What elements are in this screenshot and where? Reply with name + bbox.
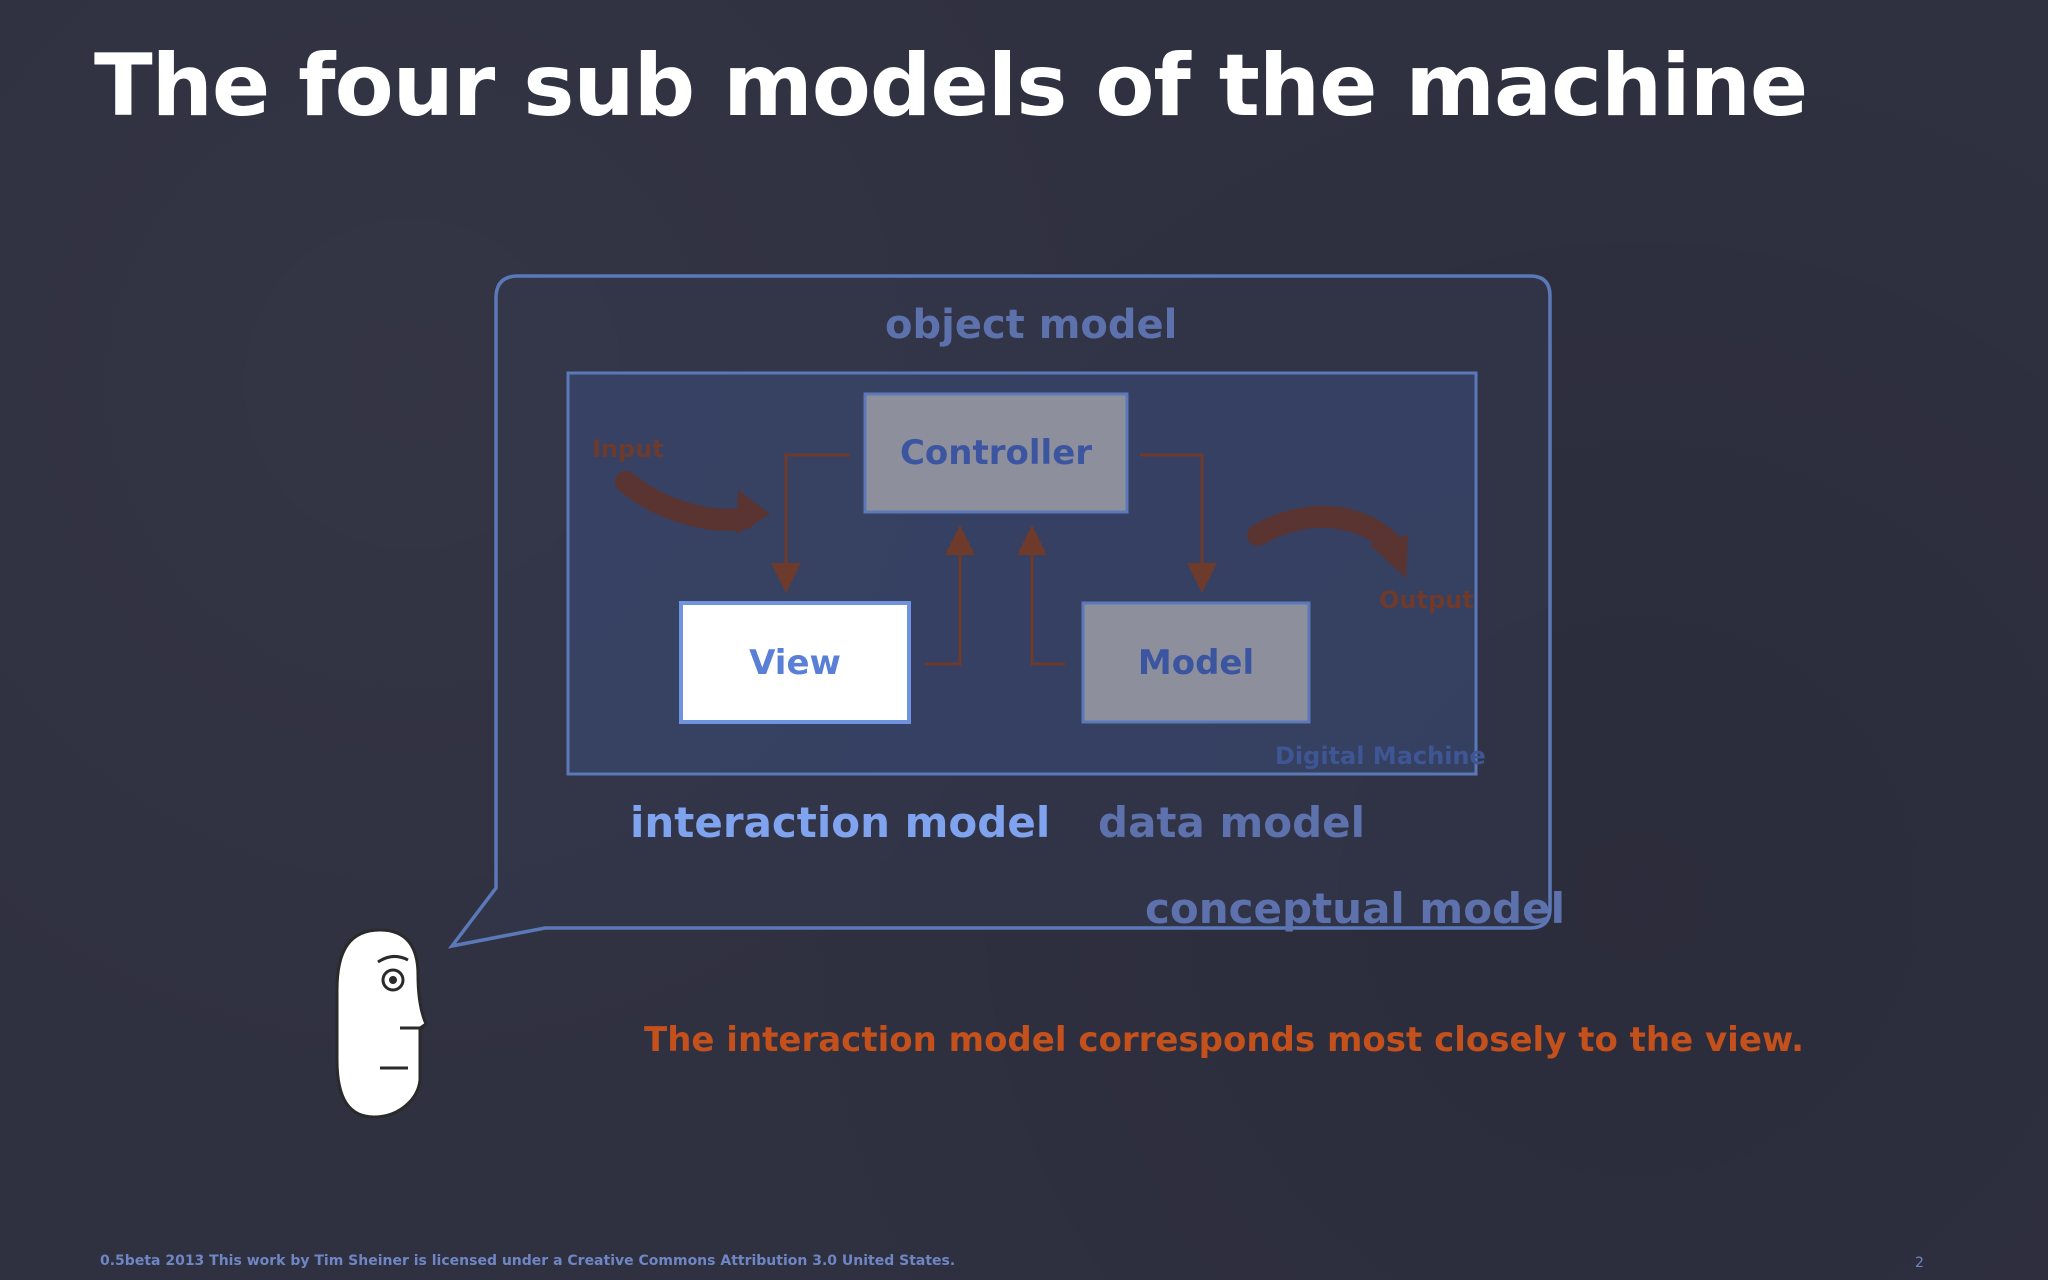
slide-title: The four sub models of the machine <box>94 36 1808 136</box>
view-label: View <box>749 642 841 683</box>
person-head-icon <box>335 928 428 1119</box>
slide-caption: The interaction model corresponds most c… <box>644 1020 1805 1060</box>
license-footer: 0.5beta 2013 This work by Tim Sheiner is… <box>100 1253 956 1269</box>
input-label: Input <box>592 435 664 463</box>
page-number: 2 <box>1915 1255 1924 1271</box>
model-box <box>1081 601 1311 724</box>
view-to-controller-line <box>925 525 975 666</box>
controller-box <box>863 392 1129 514</box>
interaction-model-label: interaction model <box>630 798 1051 847</box>
view-box <box>679 601 911 724</box>
output-label: Output <box>1379 586 1474 614</box>
controller-label: Controller <box>899 433 1093 473</box>
object-model-label: object model <box>885 302 1178 348</box>
conceptual-model-label: conceptual model <box>1145 884 1565 933</box>
output-arrowhead <box>1370 535 1408 578</box>
controller-to-model-line <box>1140 453 1217 593</box>
model-label: Model <box>1137 642 1255 683</box>
input-arrowhead <box>736 490 770 534</box>
input-arrow <box>615 471 756 531</box>
controller-to-view-line <box>771 453 850 593</box>
digital-machine-label: Digital Machine <box>1275 742 1486 770</box>
model-to-controller-line <box>1017 525 1065 666</box>
output-arrow <box>1247 505 1403 556</box>
data-model-label: data model <box>1098 798 1366 847</box>
